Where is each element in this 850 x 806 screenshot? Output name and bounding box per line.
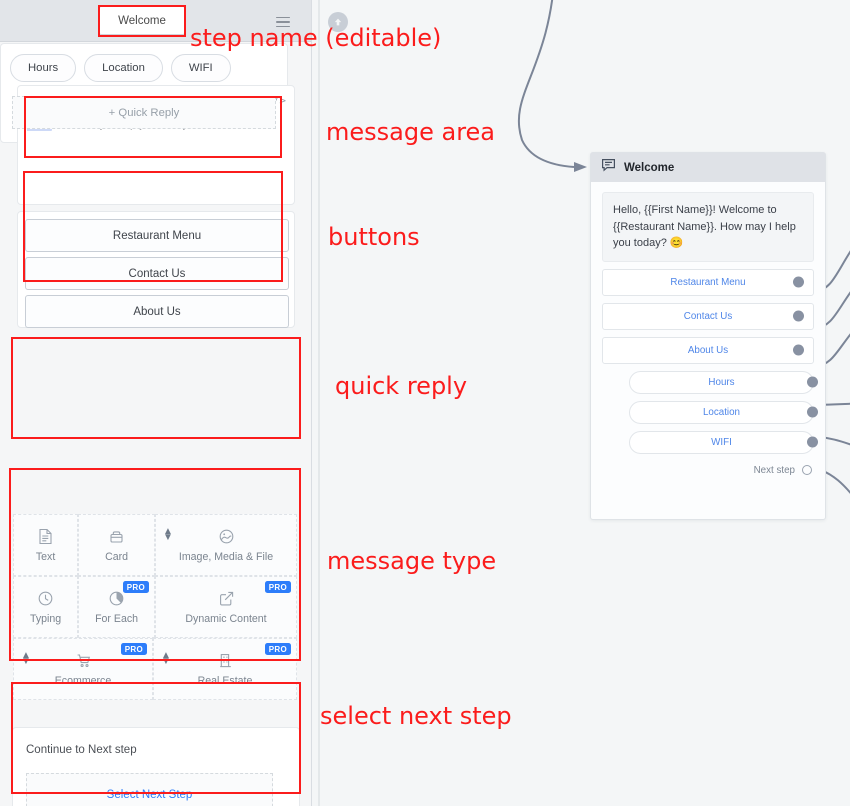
flow-node-button-contact-us[interactable]: Contact Us (602, 302, 814, 330)
flow-node-header[interactable]: Welcome (591, 153, 825, 182)
hamburger-icon[interactable] (276, 17, 290, 28)
output-port[interactable] (793, 344, 804, 356)
flow-node-quick-reply-label: Hours (708, 376, 735, 388)
message-type-label: Image, Media & File (178, 550, 274, 563)
pie-clock-icon (108, 590, 125, 610)
message-type-real-estate[interactable]: ▲▼ PRO Real Estate (153, 638, 297, 700)
pro-badge: PRO (264, 643, 291, 655)
flow-node-quick-reply-location[interactable]: Location (629, 400, 818, 424)
message-type-card[interactable]: Card (78, 514, 156, 576)
panel-scroll-area[interactable]: Hello, IFirst Name! Welcome to IRestaura… (0, 43, 311, 806)
card-icon (108, 528, 125, 548)
reorder-handle-icon[interactable]: ▲▼ (161, 650, 171, 667)
quick-reply-chip-hours[interactable]: Hours (10, 54, 77, 82)
message-type-label: Ecommerce (54, 674, 112, 687)
button-contact-us[interactable]: Contact Us (25, 257, 289, 290)
document-icon (38, 528, 53, 548)
annotation-label-message-area: message area (326, 118, 496, 146)
add-quick-reply-button[interactable]: + Quick Reply (12, 96, 276, 129)
select-next-step-button[interactable]: Select Next Step (26, 773, 273, 806)
external-link-icon (218, 590, 235, 610)
message-type-label: For Each (95, 612, 139, 625)
add-quick-reply-label: + Quick Reply (108, 106, 180, 119)
message-type-grid: Text Card ▲▼ (13, 514, 297, 701)
output-port[interactable] (793, 310, 804, 322)
output-port[interactable] (807, 436, 818, 448)
chip-label: Hours (28, 62, 59, 74)
button-about-us[interactable]: About Us (25, 295, 289, 328)
up-arrow-circle-icon[interactable] (328, 12, 348, 32)
message-type-label: Dynamic Content (185, 612, 267, 625)
button-restaurant-menu[interactable]: Restaurant Menu (25, 219, 289, 252)
output-port[interactable] (793, 276, 804, 288)
quick-reply-chip-location[interactable]: Location (84, 54, 163, 82)
message-type-text[interactable]: Text (13, 514, 79, 576)
annotation-label-step-name: step name (editable) (190, 24, 442, 52)
button-label: Restaurant Menu (112, 229, 202, 242)
step-editor-panel: Welcome Hello, IFirst Name! Welcome to I… (0, 0, 312, 806)
message-type-ecommerce[interactable]: ▲▼ PRO Ecommerce (13, 638, 153, 700)
output-port-empty[interactable] (802, 465, 812, 475)
next-step-card: Continue to Next step Select Next Step (12, 727, 300, 806)
flow-node-quick-reply-label: WIFI (711, 436, 732, 448)
flow-node-message-bubble: Hello, {{First Name}}! Welcome to {{Rest… (602, 192, 814, 262)
quick-reply-chip-wifi[interactable]: WIFI (170, 54, 231, 82)
clock-icon (37, 590, 54, 610)
flow-node-message-text: Hello, {{First Name}}! Welcome to {{Rest… (613, 204, 796, 249)
image-icon (218, 528, 235, 548)
reorder-handle-icon[interactable]: ▲▼ (21, 650, 31, 667)
message-type-for-each[interactable]: PRO For Each (78, 576, 156, 638)
pro-badge: PRO (122, 581, 150, 593)
flow-node-button-about-us[interactable]: About Us (602, 336, 814, 364)
flow-node-body: Hello, {{First Name}}! Welcome to {{Rest… (591, 182, 825, 486)
flow-node-title: Welcome (624, 161, 675, 174)
message-type-label: Text (35, 550, 56, 563)
message-type-dynamic-content[interactable]: PRO Dynamic Content (155, 576, 297, 638)
annotation-label-buttons: buttons (328, 223, 420, 251)
next-step-title: Continue to Next step (26, 744, 137, 756)
step-name-input[interactable]: Welcome (99, 6, 185, 35)
flow-node-button-label: About Us (687, 344, 729, 356)
quick-reply-chip-list: Hours Location WIFI (10, 54, 231, 82)
button-label: Contact Us (128, 267, 186, 280)
message-type-label: Card (105, 550, 129, 563)
flow-node-button-label: Restaurant Menu (670, 276, 746, 288)
output-port[interactable] (807, 376, 818, 388)
flow-node-quick-reply-wifi[interactable]: WIFI (629, 430, 818, 454)
chip-label: WIFI (188, 62, 213, 74)
pro-badge: PRO (120, 643, 147, 655)
message-type-typing[interactable]: Typing (13, 576, 79, 638)
building-icon (217, 652, 234, 672)
button-label: About Us (133, 305, 181, 318)
annotation-label-message-type: message type (327, 547, 497, 575)
message-type-row: ▲▼ PRO Ecommerce ▲▼ PRO (13, 638, 297, 700)
message-type-image-media-file[interactable]: ▲▼ Image, Media & File (155, 514, 297, 576)
chip-label: Location (102, 62, 145, 74)
flow-node-quick-reply-label: Location (702, 406, 741, 418)
reorder-handle-icon[interactable]: ▲▼ (163, 526, 173, 543)
flow-node-quick-reply-hours[interactable]: Hours (629, 370, 818, 394)
flow-node-next-step-label: Next step (753, 464, 795, 476)
flow-node-next-step[interactable]: Next step (602, 465, 814, 476)
output-port[interactable] (807, 406, 818, 418)
canvas-divider (318, 0, 320, 806)
buttons-card: Restaurant Menu Contact Us About Us (17, 211, 295, 328)
flow-canvas[interactable]: Welcome Hello, {{First Name}}! Welcome t… (312, 0, 850, 806)
pro-badge: PRO (264, 581, 291, 593)
chat-bubble-icon (601, 158, 616, 177)
annotation-label-quick-reply: quick reply (335, 372, 468, 400)
message-type-label: Real Estate (197, 674, 253, 687)
flow-node-button-restaurant-menu[interactable]: Restaurant Menu (602, 268, 814, 296)
message-type-row: Typing PRO For Each PRO (13, 576, 297, 638)
flow-node-welcome[interactable]: Welcome Hello, {{First Name}}! Welcome t… (590, 152, 826, 520)
select-next-step-label: Select Next Step (106, 789, 193, 801)
step-name-value: Welcome (118, 14, 166, 27)
cart-icon (75, 652, 92, 672)
message-type-label: Typing (29, 612, 62, 625)
annotation-label-select-next-step: select next step (320, 702, 512, 730)
flow-node-button-label: Contact Us (683, 310, 733, 322)
message-type-row: Text Card ▲▼ (13, 514, 297, 576)
